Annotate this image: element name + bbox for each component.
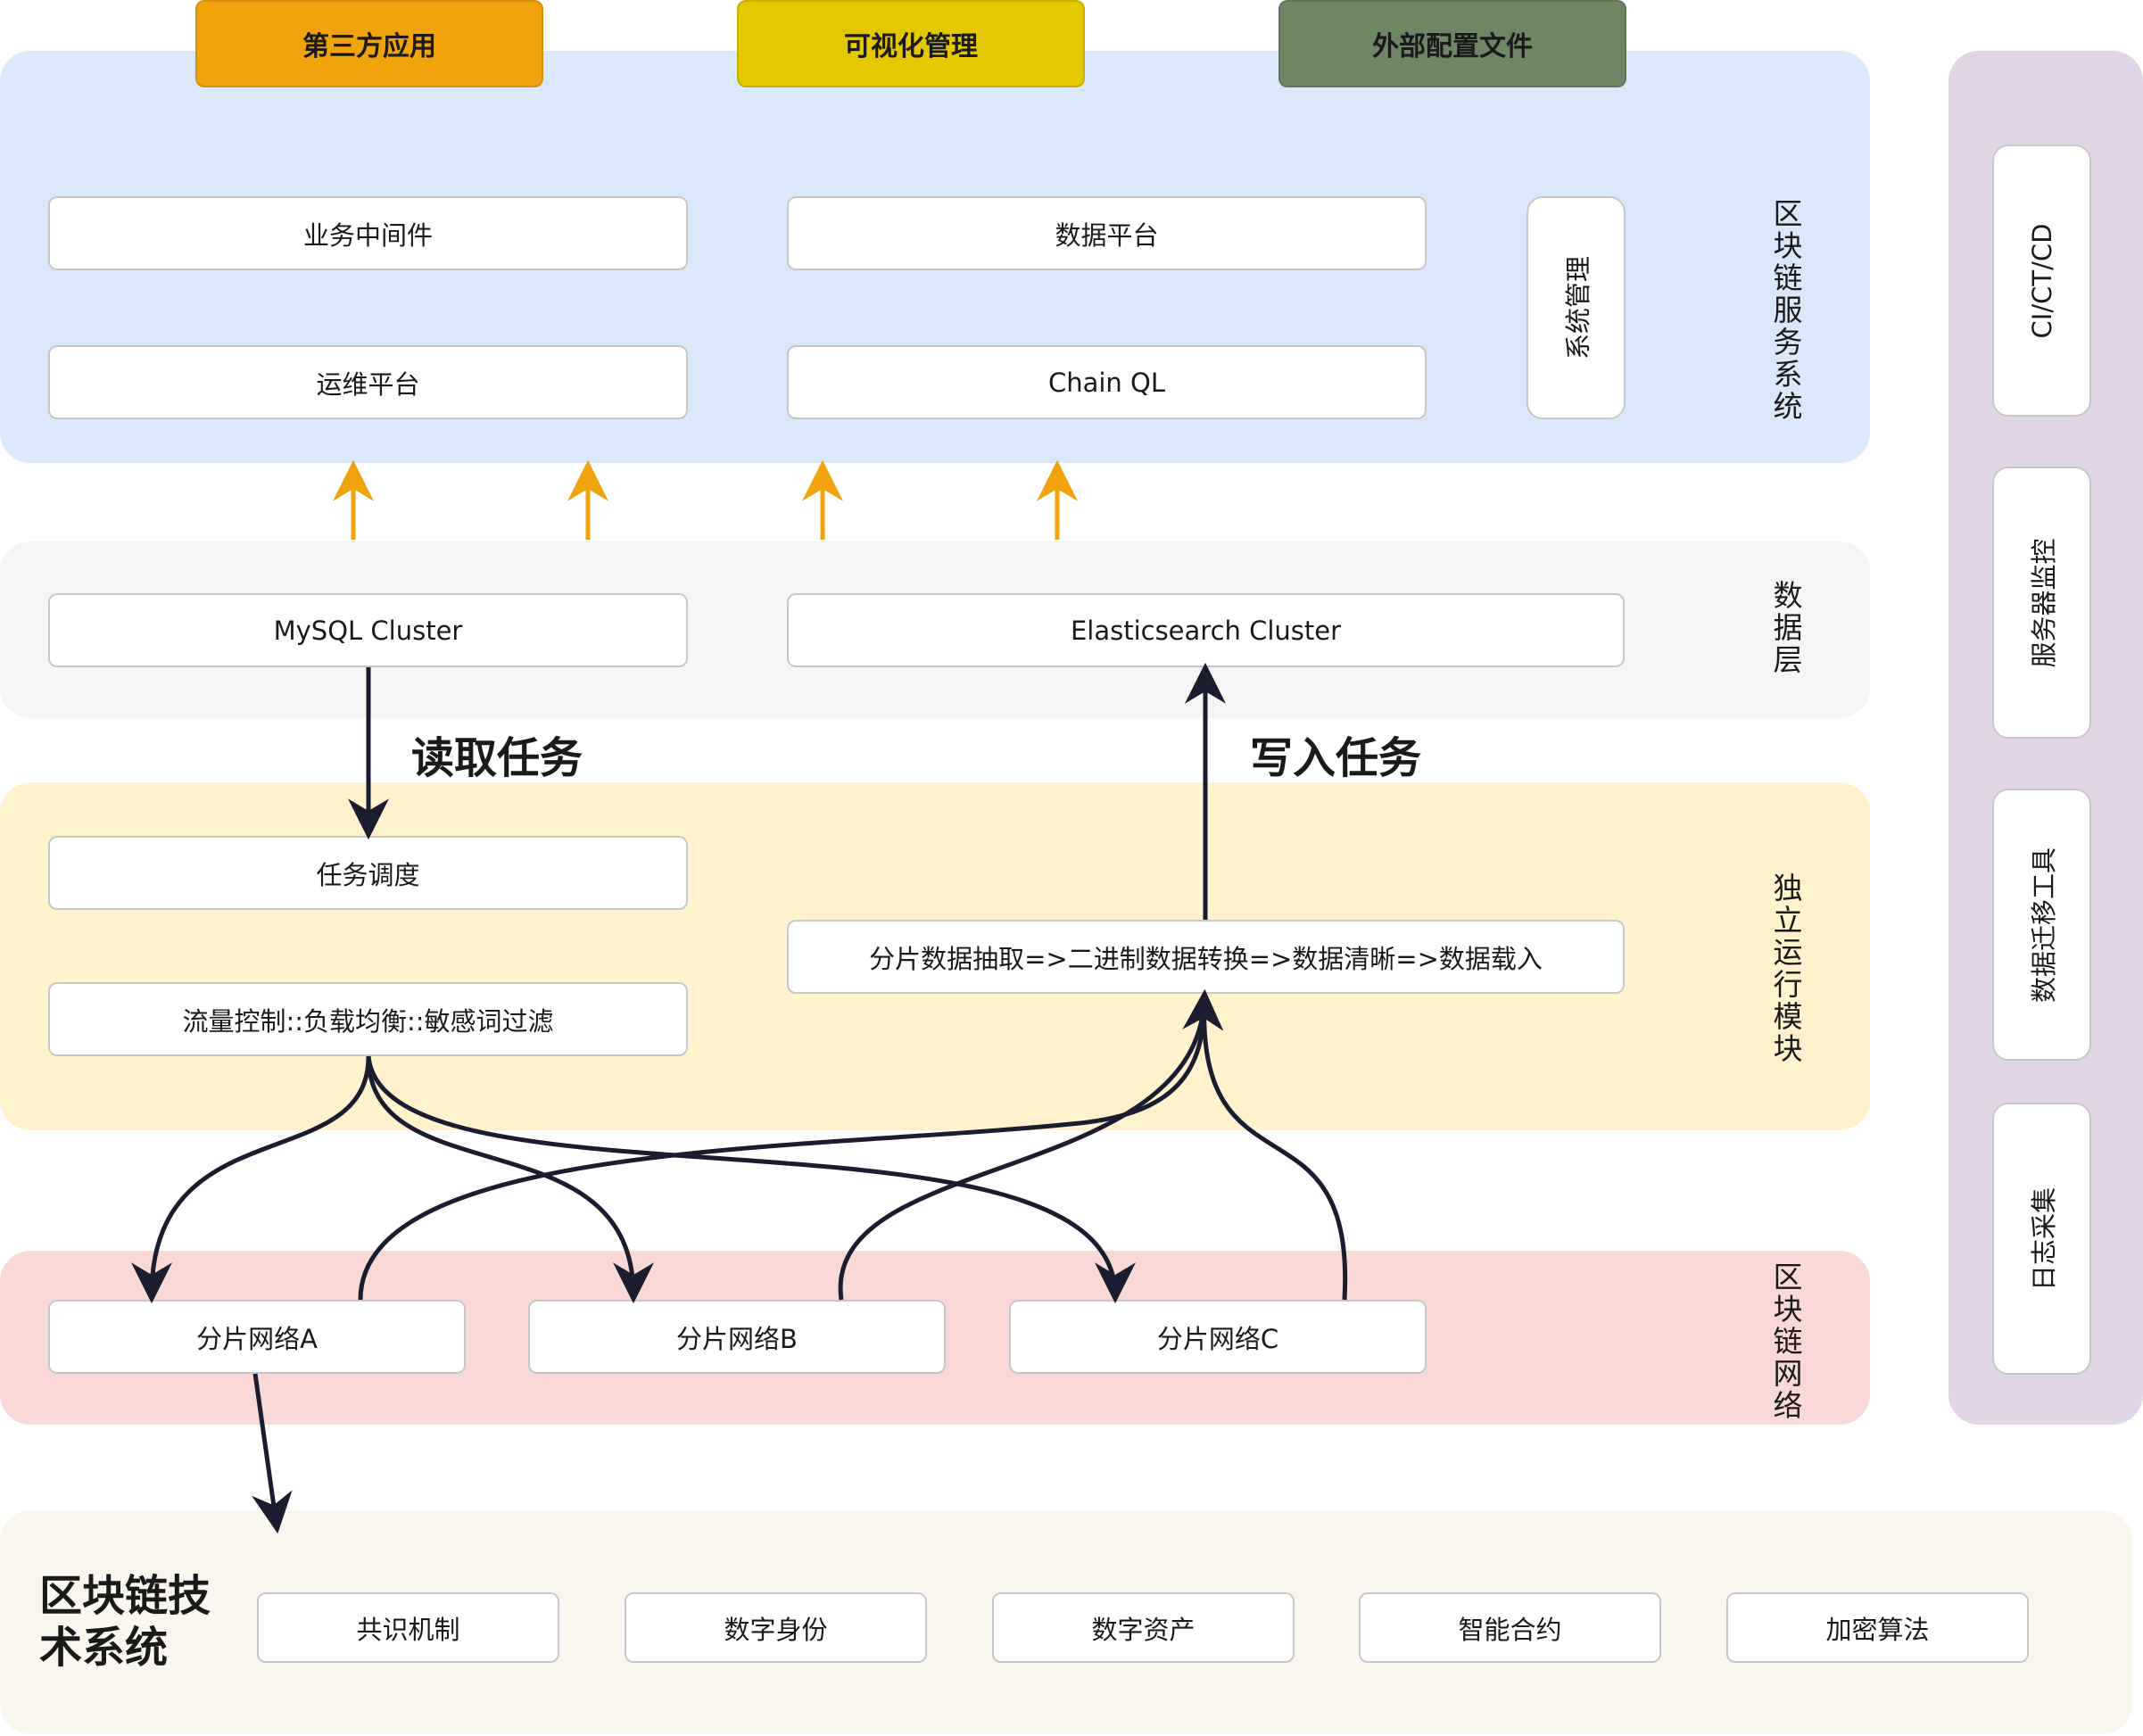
module-layer-label: 独立运行模块	[1773, 871, 1803, 1066]
task-scheduling-box[interactable]: 任务调度	[48, 836, 688, 910]
data-pipeline-box[interactable]: 分片数据抽取=>二进制数据转换=>数据清晰=>数据载入	[787, 920, 1625, 994]
server-monitoring-box[interactable]: 服务器监控	[1992, 467, 2091, 739]
tech-system-title: 区块链技术系统	[39, 1571, 211, 1673]
tech-item-smart-contracts[interactable]: 智能合约	[1359, 1592, 1661, 1663]
data-migration-tool-box[interactable]: 数据迁移工具	[1992, 789, 2091, 1061]
system-management-box[interactable]: 系统管理	[1527, 196, 1626, 419]
ops-platform-box[interactable]: 运维平台	[48, 345, 688, 419]
shard-network-b-box[interactable]: 分片网络B	[528, 1300, 946, 1374]
service-layer-label: 区块链服务系统	[1773, 196, 1803, 424]
tech-item-digital-assets[interactable]: 数字资产	[992, 1592, 1295, 1663]
business-middleware-box[interactable]: 业务中间件	[48, 196, 688, 270]
data-migration-tool-label: 数据迁移工具	[2028, 847, 2059, 1003]
tech-item-digital-identity[interactable]: 数字身份	[625, 1592, 927, 1663]
visual-management-tab[interactable]: 可视化管理	[737, 0, 1085, 87]
network-layer-label: 区块链网络	[1773, 1260, 1803, 1423]
data-layer-label: 数据层	[1773, 578, 1803, 677]
server-monitoring-label: 服务器监控	[2028, 537, 2059, 668]
external-config-tab[interactable]: 外部配置文件	[1278, 0, 1626, 87]
shard-network-c-box[interactable]: 分片网络C	[1009, 1300, 1427, 1374]
write-task-label: 写入任务	[1250, 733, 1422, 783]
elasticsearch-cluster-box[interactable]: Elasticsearch Cluster	[787, 593, 1625, 667]
chain-ql-box[interactable]: Chain QL	[787, 345, 1427, 419]
tech-item-consensus[interactable]: 共识机制	[257, 1592, 559, 1663]
traffic-control-box[interactable]: 流量控制::负载均衡::敏感词过滤	[48, 982, 688, 1056]
third-party-apps-tab[interactable]: 第三方应用	[195, 0, 543, 87]
read-task-label: 读取任务	[411, 733, 583, 783]
log-collection-box[interactable]: 日志采集	[1992, 1103, 2091, 1375]
ci-ct-cd-box[interactable]: CI/CT/CD	[1992, 145, 2091, 417]
tech-item-crypto-algorithms[interactable]: 加密算法	[1726, 1592, 2029, 1663]
ci-ct-cd-label: CI/CT/CD	[2026, 223, 2057, 338]
shard-network-a-box[interactable]: 分片网络A	[48, 1300, 466, 1374]
system-management-label: 系统管理	[1562, 255, 1593, 360]
data-platform-box[interactable]: 数据平台	[787, 196, 1427, 270]
log-collection-label: 日志采集	[2028, 1186, 2059, 1291]
mysql-cluster-box[interactable]: MySQL Cluster	[48, 593, 688, 667]
